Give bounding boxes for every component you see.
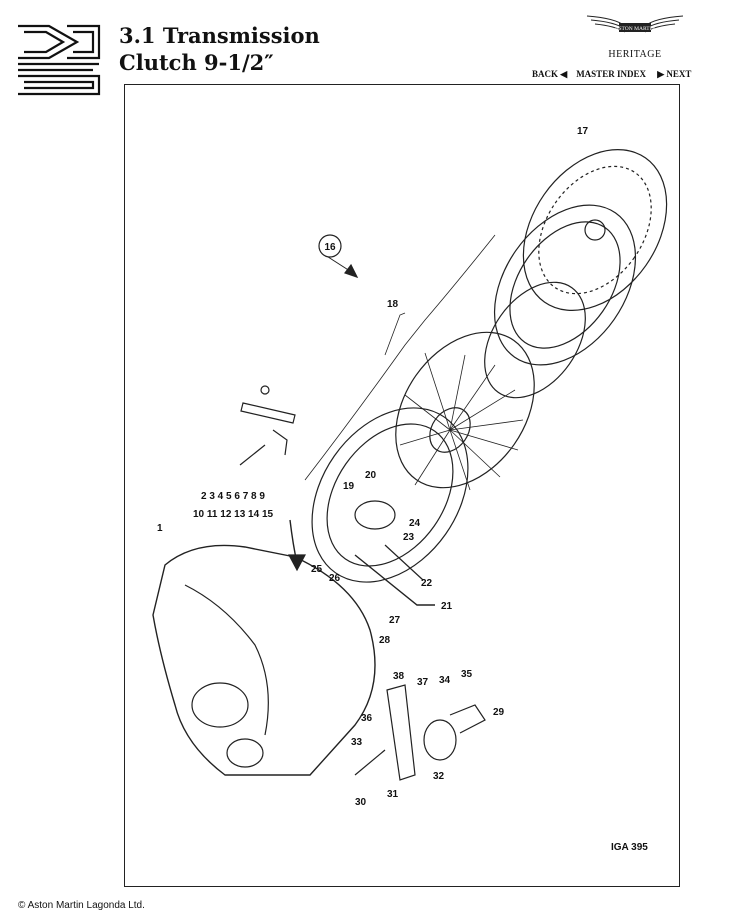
group-row-1: 2 3 4 5 6 7 8 9 [201, 491, 265, 502]
part-label-33: 33 [351, 737, 363, 748]
callout-circle-16 [318, 234, 342, 258]
dbs-logo-icon [18, 24, 101, 96]
part-label-20: 20 [365, 470, 377, 481]
aston-martin-brand: ASTON MARTIN HERITAGE [585, 10, 685, 70]
part-label-21: 21 [441, 601, 453, 612]
part-label-37: 37 [417, 677, 429, 688]
ref-code-label: IGA 395 [611, 842, 648, 853]
group-row-2: 10 11 12 13 14 15 [193, 509, 274, 520]
part-label-25: 25 [311, 564, 323, 575]
diagram-frame: 16 2 3 4 5 6 7 8 9 10 11 12 13 14 15 1 1… [124, 84, 680, 887]
part-label-26: 26 [329, 573, 341, 584]
part-label-35: 35 [461, 669, 473, 680]
bellhousing-part [152, 544, 376, 776]
next-link[interactable]: ▶ NEXT [657, 69, 691, 79]
pressure-plate-part [493, 204, 637, 366]
part-label-1: 1 [157, 523, 163, 534]
part-label-19: 19 [343, 481, 355, 492]
clutch-disc-part [395, 331, 535, 489]
clutch-exploded-diagram: 16 2 3 4 5 6 7 8 9 10 11 12 13 14 15 1 1… [152, 126, 668, 853]
part-label-36: 36 [361, 713, 373, 724]
part-label-27: 27 [389, 615, 401, 626]
part-label-24: 24 [409, 518, 421, 529]
aston-martin-wings-icon: ASTON MARTIN [586, 15, 684, 33]
part-label-30: 30 [355, 797, 367, 808]
page-title: 3.1 Transmission Clutch 9-1/2″ [119, 22, 320, 76]
copyright-footer: © Aston Martin Lagonda Ltd. [18, 900, 145, 911]
part-label-32: 32 [433, 771, 445, 782]
part-label-23: 23 [403, 532, 415, 543]
part-label-17: 17 [577, 126, 589, 137]
back-label: BACK [532, 69, 559, 79]
title-line-1: 3.1 Transmission [119, 23, 320, 48]
brand-text: ASTON MARTIN [615, 26, 656, 32]
part-label-29: 29 [493, 707, 505, 718]
clutch-cover-part [311, 407, 469, 583]
flywheel-part [522, 149, 668, 311]
triangle-left-icon: ◀ [560, 69, 568, 79]
callout-16-label: 16 [324, 242, 336, 253]
back-link[interactable]: BACK ◀ [532, 69, 567, 79]
part-label-34: 34 [439, 675, 451, 686]
triangle-right-icon: ▶ [657, 69, 665, 79]
part-label-38: 38 [393, 671, 405, 682]
part-label-22: 22 [421, 578, 433, 589]
title-line-2: Clutch 9-1/2″ [119, 50, 274, 75]
master-index-link[interactable]: MASTER INDEX [576, 69, 646, 79]
nav-bar: BACK ◀ MASTER INDEX ▶ NEXT [532, 69, 691, 80]
part-label-31: 31 [387, 789, 399, 800]
part-label-28: 28 [379, 635, 391, 646]
part-label-18: 18 [387, 299, 399, 310]
next-label: NEXT [666, 69, 692, 79]
brand-subtitle: HERITAGE [608, 49, 662, 60]
